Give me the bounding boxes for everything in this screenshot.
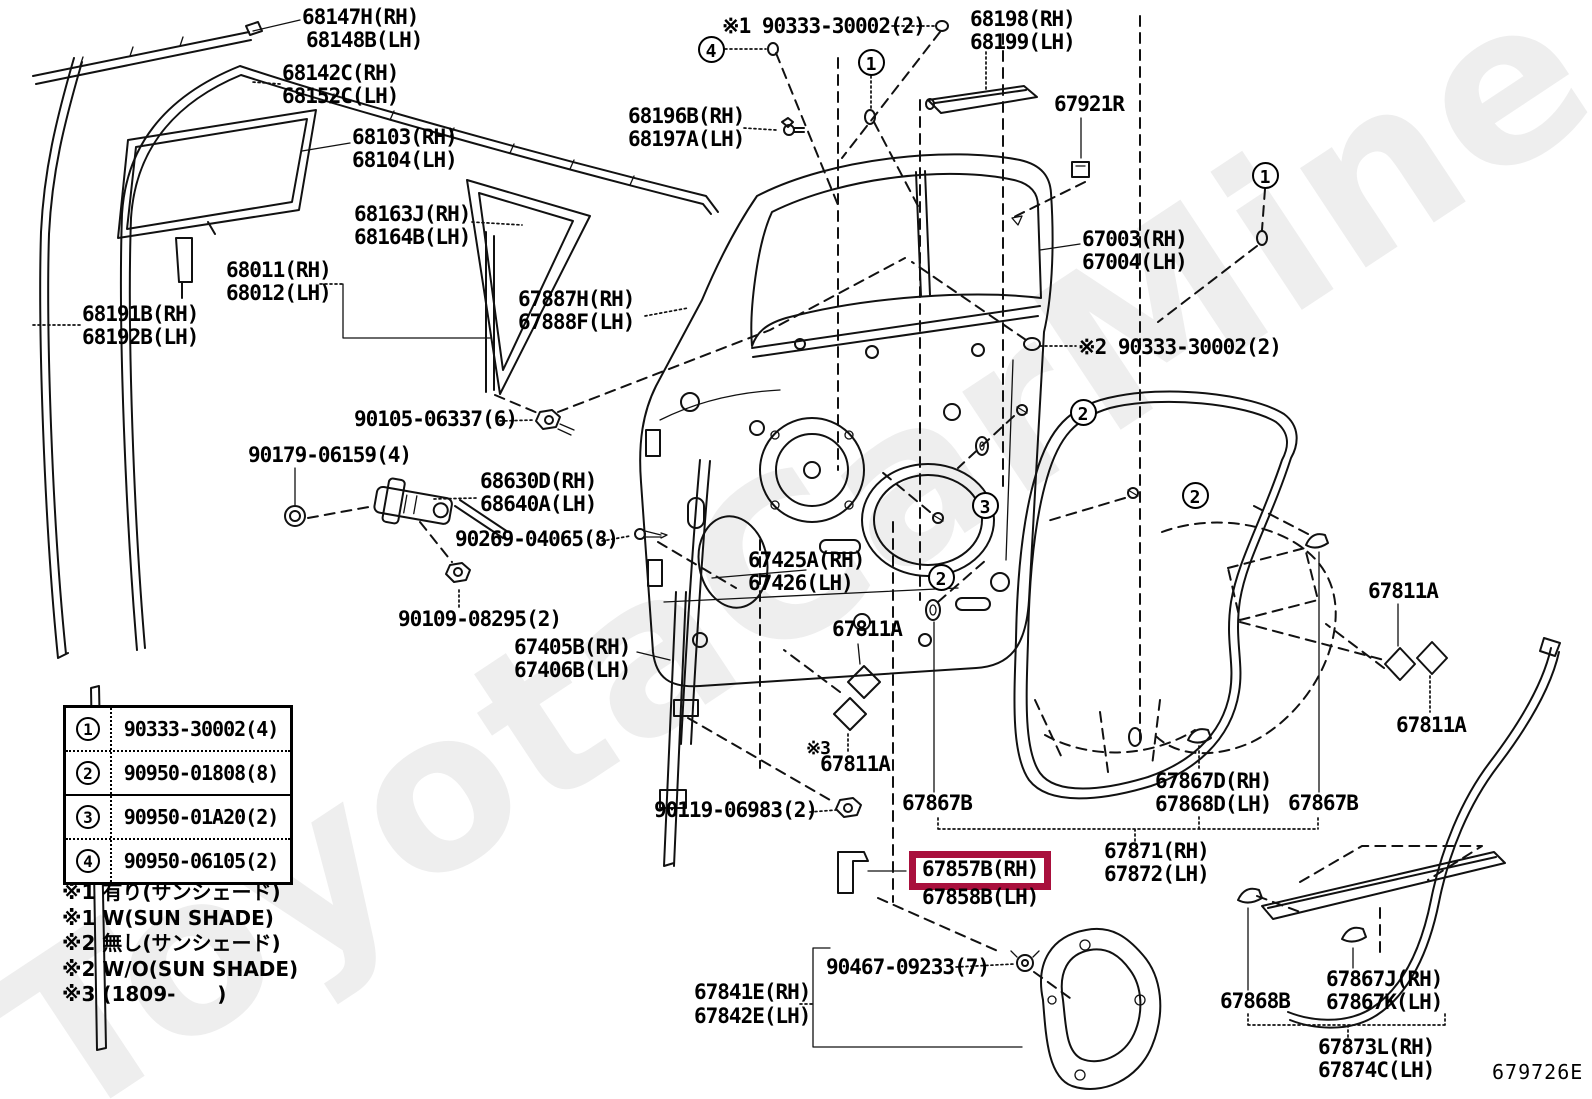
part-label[interactable]: 67004(LH) <box>1082 250 1188 274</box>
part-label-highlighted[interactable]: 67857B(RH) <box>909 851 1052 890</box>
part-label[interactable]: 68163J(RH) <box>354 202 471 226</box>
part-label[interactable]: 67872(LH) <box>1104 862 1210 886</box>
part-label[interactable]: 67425A(RH) <box>748 548 865 572</box>
legend-part-number: 90950-06105(2) <box>123 849 280 873</box>
part-label[interactable]: 67871(RH) <box>1104 839 1210 863</box>
window-mouldings-and-runs <box>32 21 719 1051</box>
diagram-code: 679726E <box>1492 1060 1584 1084</box>
part-label[interactable]: 67811A <box>1396 713 1467 737</box>
legend-row: 1 90333-30002(4) <box>66 708 290 750</box>
quarter-window-sash <box>466 179 591 395</box>
door-shell <box>639 153 1054 688</box>
part-label[interactable]: 67867B <box>1288 791 1359 815</box>
clip-and-screw-glyphs <box>284 20 1367 972</box>
footnote-line: ※3 (1809- ) <box>62 982 227 1006</box>
part-label[interactable]: 90269-04065(8) <box>455 527 619 551</box>
part-label[interactable]: 67888F(LH) <box>518 310 635 334</box>
part-label[interactable]: 90467-09233(7) <box>826 955 990 979</box>
part-label[interactable]: 68630D(RH) <box>480 469 597 493</box>
part-label[interactable]: 67868B <box>1220 989 1291 1013</box>
legend-part-number: 90950-01808(8) <box>123 761 280 785</box>
callout-circle-2: 2 <box>1069 398 1097 426</box>
part-label[interactable]: 90179-06159(4) <box>248 443 412 467</box>
leader-lines-solid <box>252 19 1399 1048</box>
part-label[interactable]: 67921R <box>1054 92 1125 116</box>
callout-circle-3: 3 <box>971 491 999 519</box>
door-weatherstrip-loop <box>1013 390 1298 800</box>
part-label[interactable]: 67874C(LH) <box>1318 1058 1435 1082</box>
rocker-moulding-and-seal <box>837 637 1561 1029</box>
legend-row: 2 90950-01808(8) <box>66 750 290 794</box>
part-label[interactable]: 67841E(RH) <box>694 980 811 1004</box>
assembly-lines-dashed <box>307 15 1483 999</box>
part-label[interactable]: 67811A <box>1368 579 1439 603</box>
part-label[interactable]: 68152C(LH) <box>282 84 399 108</box>
part-label[interactable]: 68640A(LH) <box>480 492 597 516</box>
part-label[interactable]: 68011(RH) <box>226 258 332 282</box>
part-label[interactable]: 67405B(RH) <box>514 635 631 659</box>
part-label[interactable]: 90119-06983(2) <box>654 798 818 822</box>
part-label[interactable]: 68197A(LH) <box>628 127 745 151</box>
part-label[interactable]: 67867J(RH) <box>1326 967 1443 991</box>
door-glass <box>117 109 317 299</box>
part-label[interactable]: 68104(LH) <box>352 148 458 172</box>
hinge-68630d <box>373 477 509 539</box>
regulator-67841e <box>1040 927 1162 1090</box>
legend-row: 3 90950-01A20(2) <box>66 794 290 838</box>
part-label[interactable]: ※2 90333-30002(2) <box>1078 335 1282 359</box>
footnote-line: ※2 無し(サンシェード) <box>62 931 281 955</box>
part-label[interactable]: 90105-06337(6) <box>354 407 518 431</box>
callout-circle-1: 1 <box>857 48 885 76</box>
legend-part-number: 90333-30002(4) <box>123 717 280 741</box>
part-label[interactable]: 67811A <box>820 752 891 776</box>
part-label[interactable]: 68198(RH) <box>970 7 1076 31</box>
part-label[interactable]: 68012(LH) <box>226 281 332 305</box>
part-label[interactable]: ※3 <box>806 738 831 759</box>
legend-table: 1 90333-30002(4) 2 90950-01808(8) 3 90950-01A… <box>63 705 293 885</box>
cushion-diamonds <box>833 641 1448 731</box>
part-label[interactable]: 67867D(RH) <box>1155 769 1272 793</box>
part-label[interactable]: 67867K(LH) <box>1326 990 1443 1014</box>
part-label[interactable]: 67426(LH) <box>748 571 854 595</box>
part-label[interactable]: 67842E(LH) <box>694 1004 811 1028</box>
footnote-line: ※1 W(SUN SHADE) <box>62 905 274 930</box>
callout-circle-4: 4 <box>697 35 725 63</box>
part-label[interactable]: 68192B(LH) <box>82 325 199 349</box>
part-label[interactable]: 68191B(RH) <box>82 302 199 326</box>
callout-circle-2: 2 <box>927 563 955 591</box>
part-label[interactable]: 68147H(RH) <box>302 5 419 29</box>
part-label[interactable]: 68142C(RH) <box>282 61 399 85</box>
leader-lines-dotted <box>29 25 1446 1039</box>
legend-part-number: 90950-01A20(2) <box>123 805 280 829</box>
legend-callout-number: 4 <box>66 840 112 882</box>
part-label[interactable]: ※1 90333-30002(2) <box>722 14 926 38</box>
glass-run-channels-lower <box>659 459 711 867</box>
part-label[interactable]: 67867B <box>902 791 973 815</box>
part-label[interactable]: 67873L(RH) <box>1318 1035 1435 1059</box>
part-label[interactable]: 68103(RH) <box>352 125 458 149</box>
part-label[interactable]: 67811A <box>832 617 903 641</box>
part-label[interactable]: 67868D(LH) <box>1155 792 1272 816</box>
part-label[interactable]: 67003(RH) <box>1082 227 1188 251</box>
legend-row: 4 90950-06105(2) <box>66 838 290 882</box>
legend-callout-number: 1 <box>66 708 112 750</box>
part-label[interactable]: 68199(LH) <box>970 30 1076 54</box>
part-label[interactable]: 90109-08295(2) <box>398 607 562 631</box>
belt-moulding-68198 <box>925 85 1038 114</box>
callout-circle-1: 1 <box>1251 161 1279 189</box>
callout-circle-2: 2 <box>1181 481 1209 509</box>
part-label[interactable]: 67887H(RH) <box>518 287 635 311</box>
part-label[interactable]: 68148B(LH) <box>306 28 423 52</box>
footnote-line: ※2 W/O(SUN SHADE) <box>62 956 299 981</box>
footnote-line: ※1 有り(サンシェード) <box>62 880 281 904</box>
legend-callout-number: 2 <box>66 752 112 794</box>
part-label[interactable]: 68164B(LH) <box>354 225 471 249</box>
part-label[interactable]: 68196B(RH) <box>628 104 745 128</box>
legend-callout-number: 3 <box>66 796 112 838</box>
part-label[interactable]: 67858B(LH) <box>922 885 1039 909</box>
footnotes: ※1 有り(サンシェード)※1 W(SUN SHADE)※2 無し(サンシェード… <box>62 880 298 1008</box>
part-label[interactable]: 67406B(LH) <box>514 658 631 682</box>
